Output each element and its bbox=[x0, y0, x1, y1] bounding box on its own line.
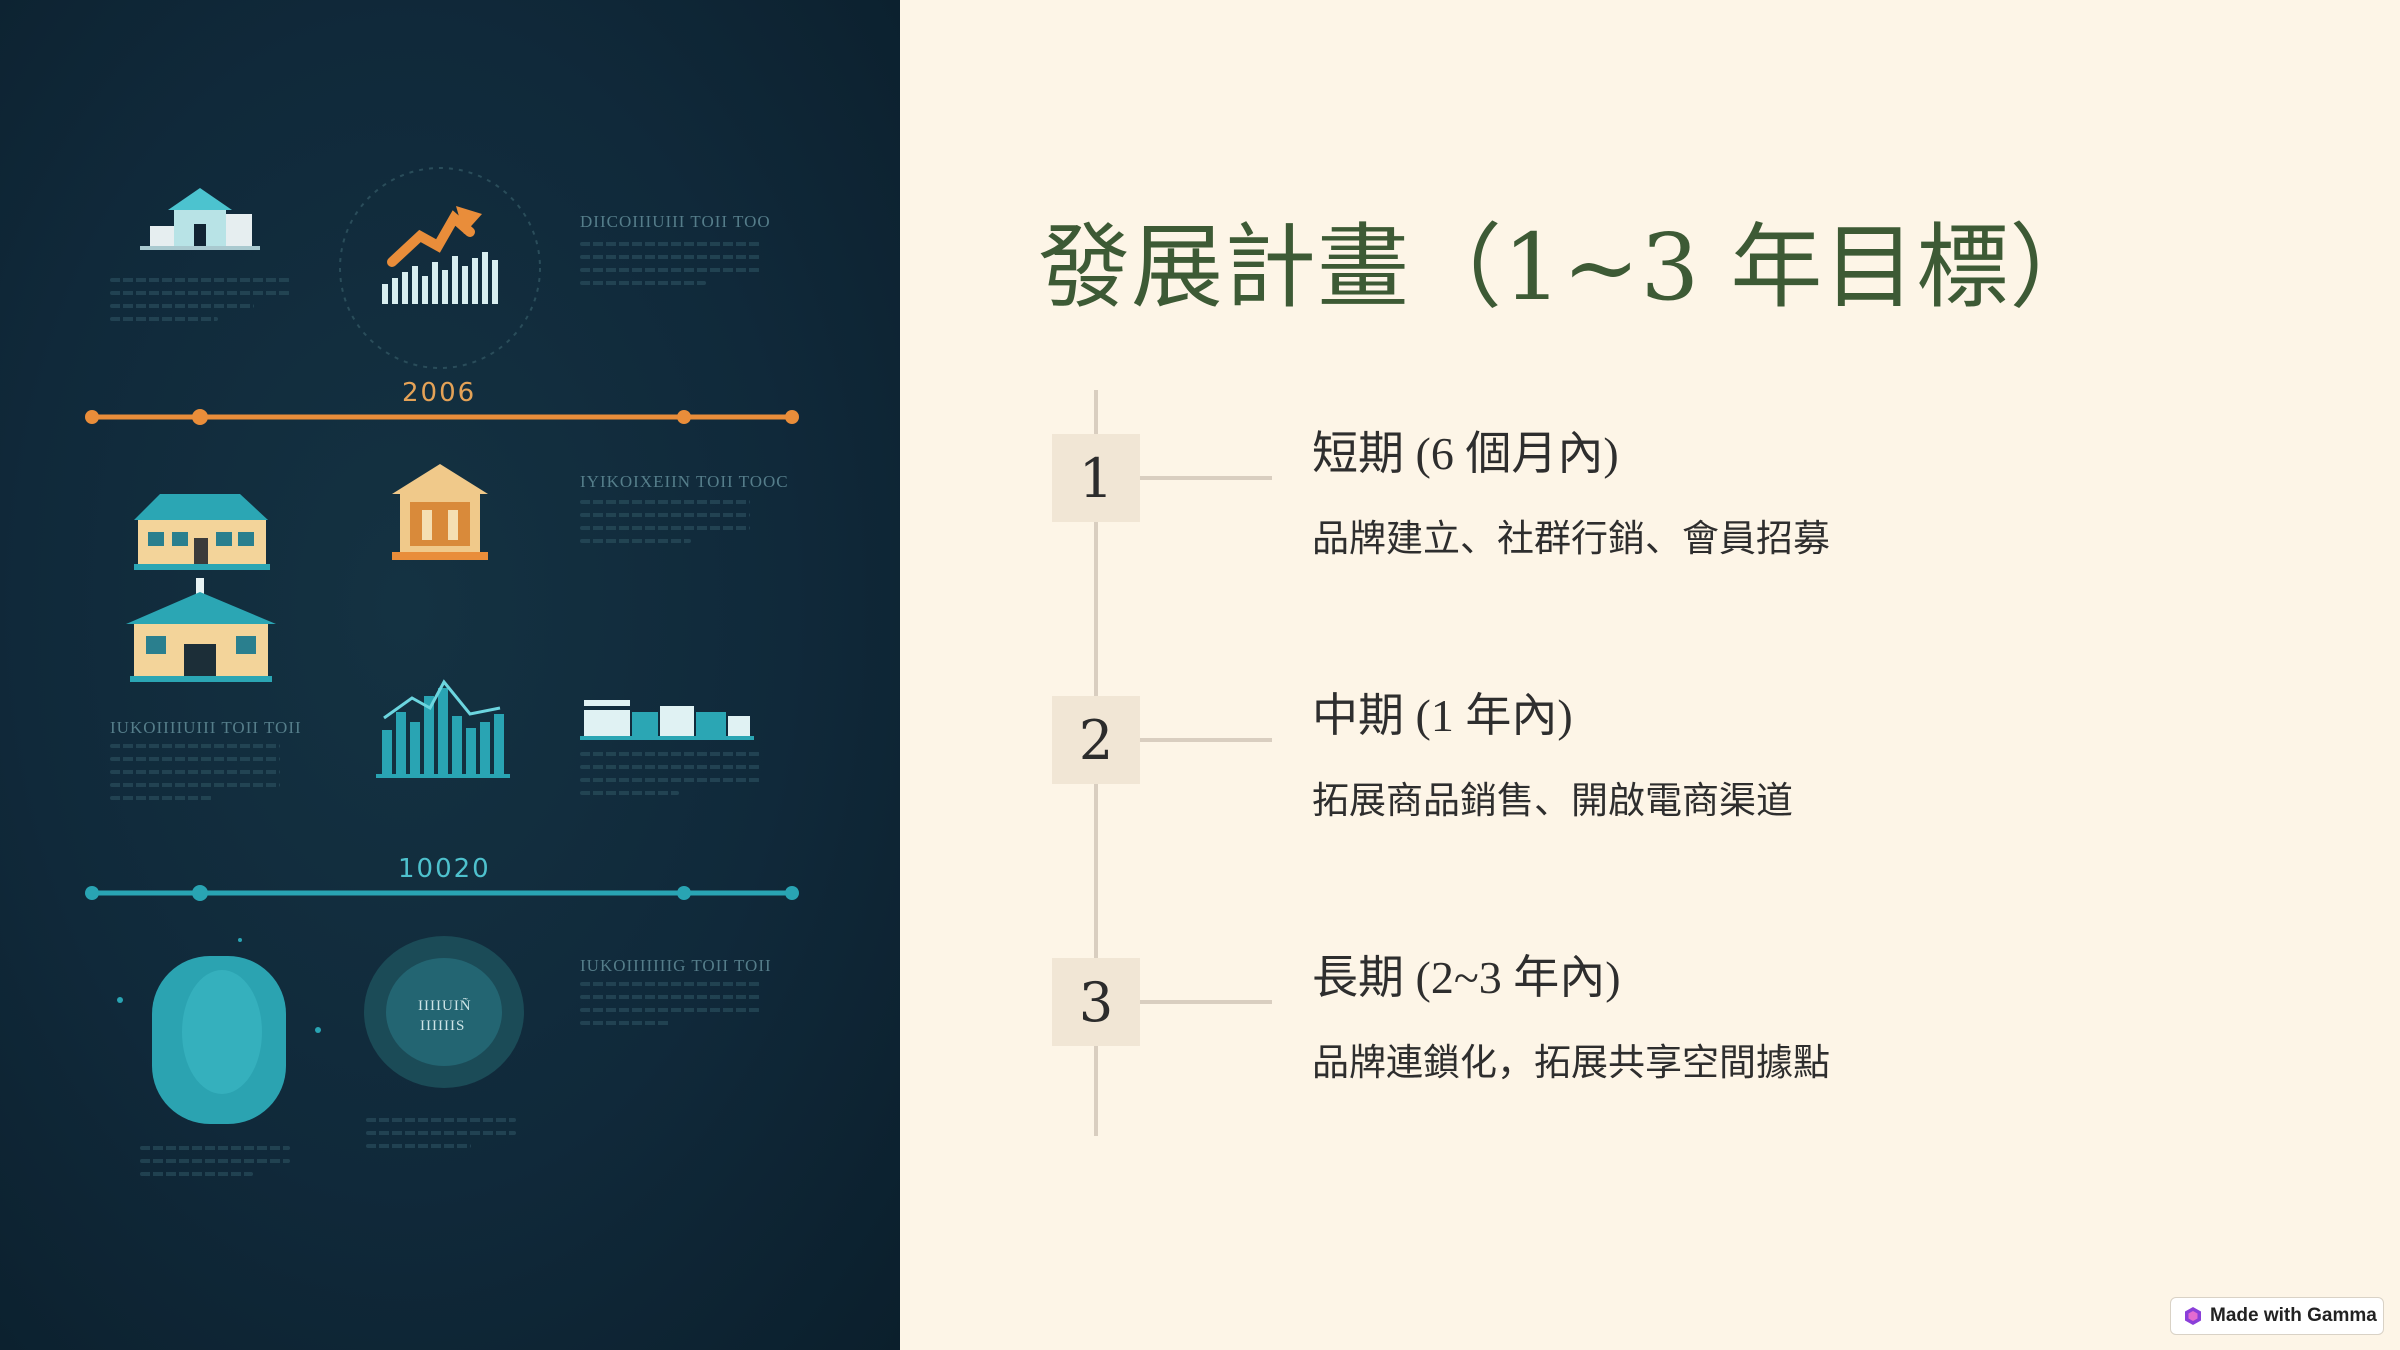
illustration-graphics bbox=[85, 167, 799, 1124]
pseudo-label-2: IYIKOIXEIIN TOII TOOC bbox=[580, 472, 789, 491]
step-3-description: 品牌連鎖化，拓展共享空間據點 bbox=[1312, 1041, 1830, 1084]
filler-text-block bbox=[140, 1146, 290, 1176]
step-1-description: 品牌建立、社群行銷、會員招募 bbox=[1312, 517, 1830, 560]
monitor-icon bbox=[364, 936, 524, 1088]
step-1-number-badge: 1 bbox=[1052, 434, 1140, 522]
timeline-illustration: 2006 10020 DIICOIIIUIII TOII TOO IYIKOIX… bbox=[0, 0, 900, 1350]
filler-text-block bbox=[580, 982, 760, 1025]
step-3-number-badge: 3 bbox=[1052, 958, 1140, 1046]
step-2-description: 拓展商品銷售、開啟電商渠道 bbox=[1312, 779, 1793, 822]
bar-chart-icon bbox=[376, 679, 510, 778]
made-with-gamma-label: Made with Gamma bbox=[2210, 1305, 2377, 1326]
house-icon bbox=[140, 188, 260, 250]
pseudo-label-4: IUKOIIIIIIIG TOII TOII bbox=[580, 956, 772, 975]
water-blob-icon bbox=[117, 938, 321, 1124]
step-2-title: 中期 (1 年內) bbox=[1312, 690, 1573, 741]
teal-timeline bbox=[85, 885, 799, 901]
filler-text-block bbox=[110, 744, 280, 800]
pseudo-label-3: IUKOIIIIUIII TOII TOII bbox=[110, 718, 302, 737]
step-3-connector bbox=[1140, 1000, 1272, 1004]
made-with-gamma-badge[interactable]: Made with Gamma bbox=[2170, 1297, 2384, 1335]
town-skyline-icon bbox=[580, 700, 754, 740]
filler-text-block bbox=[580, 242, 760, 285]
step-2-number-badge: 2 bbox=[1052, 696, 1140, 784]
filler-text-block bbox=[110, 278, 290, 321]
gamma-logo-icon bbox=[2185, 1307, 2201, 1325]
growth-chart-icon bbox=[339, 167, 541, 369]
twin-houses-icon bbox=[126, 494, 276, 682]
filler-text-block bbox=[580, 752, 760, 795]
pseudo-label-1: DIICOIIIUIII TOII TOO bbox=[580, 212, 771, 231]
step-1-connector bbox=[1140, 476, 1272, 480]
year-label-bottom: 10020 bbox=[398, 854, 491, 884]
step-1-title: 短期 (6 個月內) bbox=[1312, 428, 1619, 479]
monitor-text-1: IIIIUIÑ bbox=[418, 998, 472, 1014]
slide-title: 發展計畫（1~3 年目標） bbox=[1038, 214, 2103, 321]
bank-building-icon bbox=[392, 464, 488, 560]
step-2-connector bbox=[1140, 738, 1272, 742]
orange-timeline bbox=[85, 409, 799, 425]
year-label-top: 2006 bbox=[402, 378, 477, 408]
filler-text-block bbox=[366, 1118, 516, 1148]
step-3-title: 長期 (2~3 年內) bbox=[1312, 952, 1621, 1003]
filler-text-block bbox=[580, 500, 750, 543]
monitor-text-2: IIIIIIS bbox=[420, 1018, 466, 1034]
